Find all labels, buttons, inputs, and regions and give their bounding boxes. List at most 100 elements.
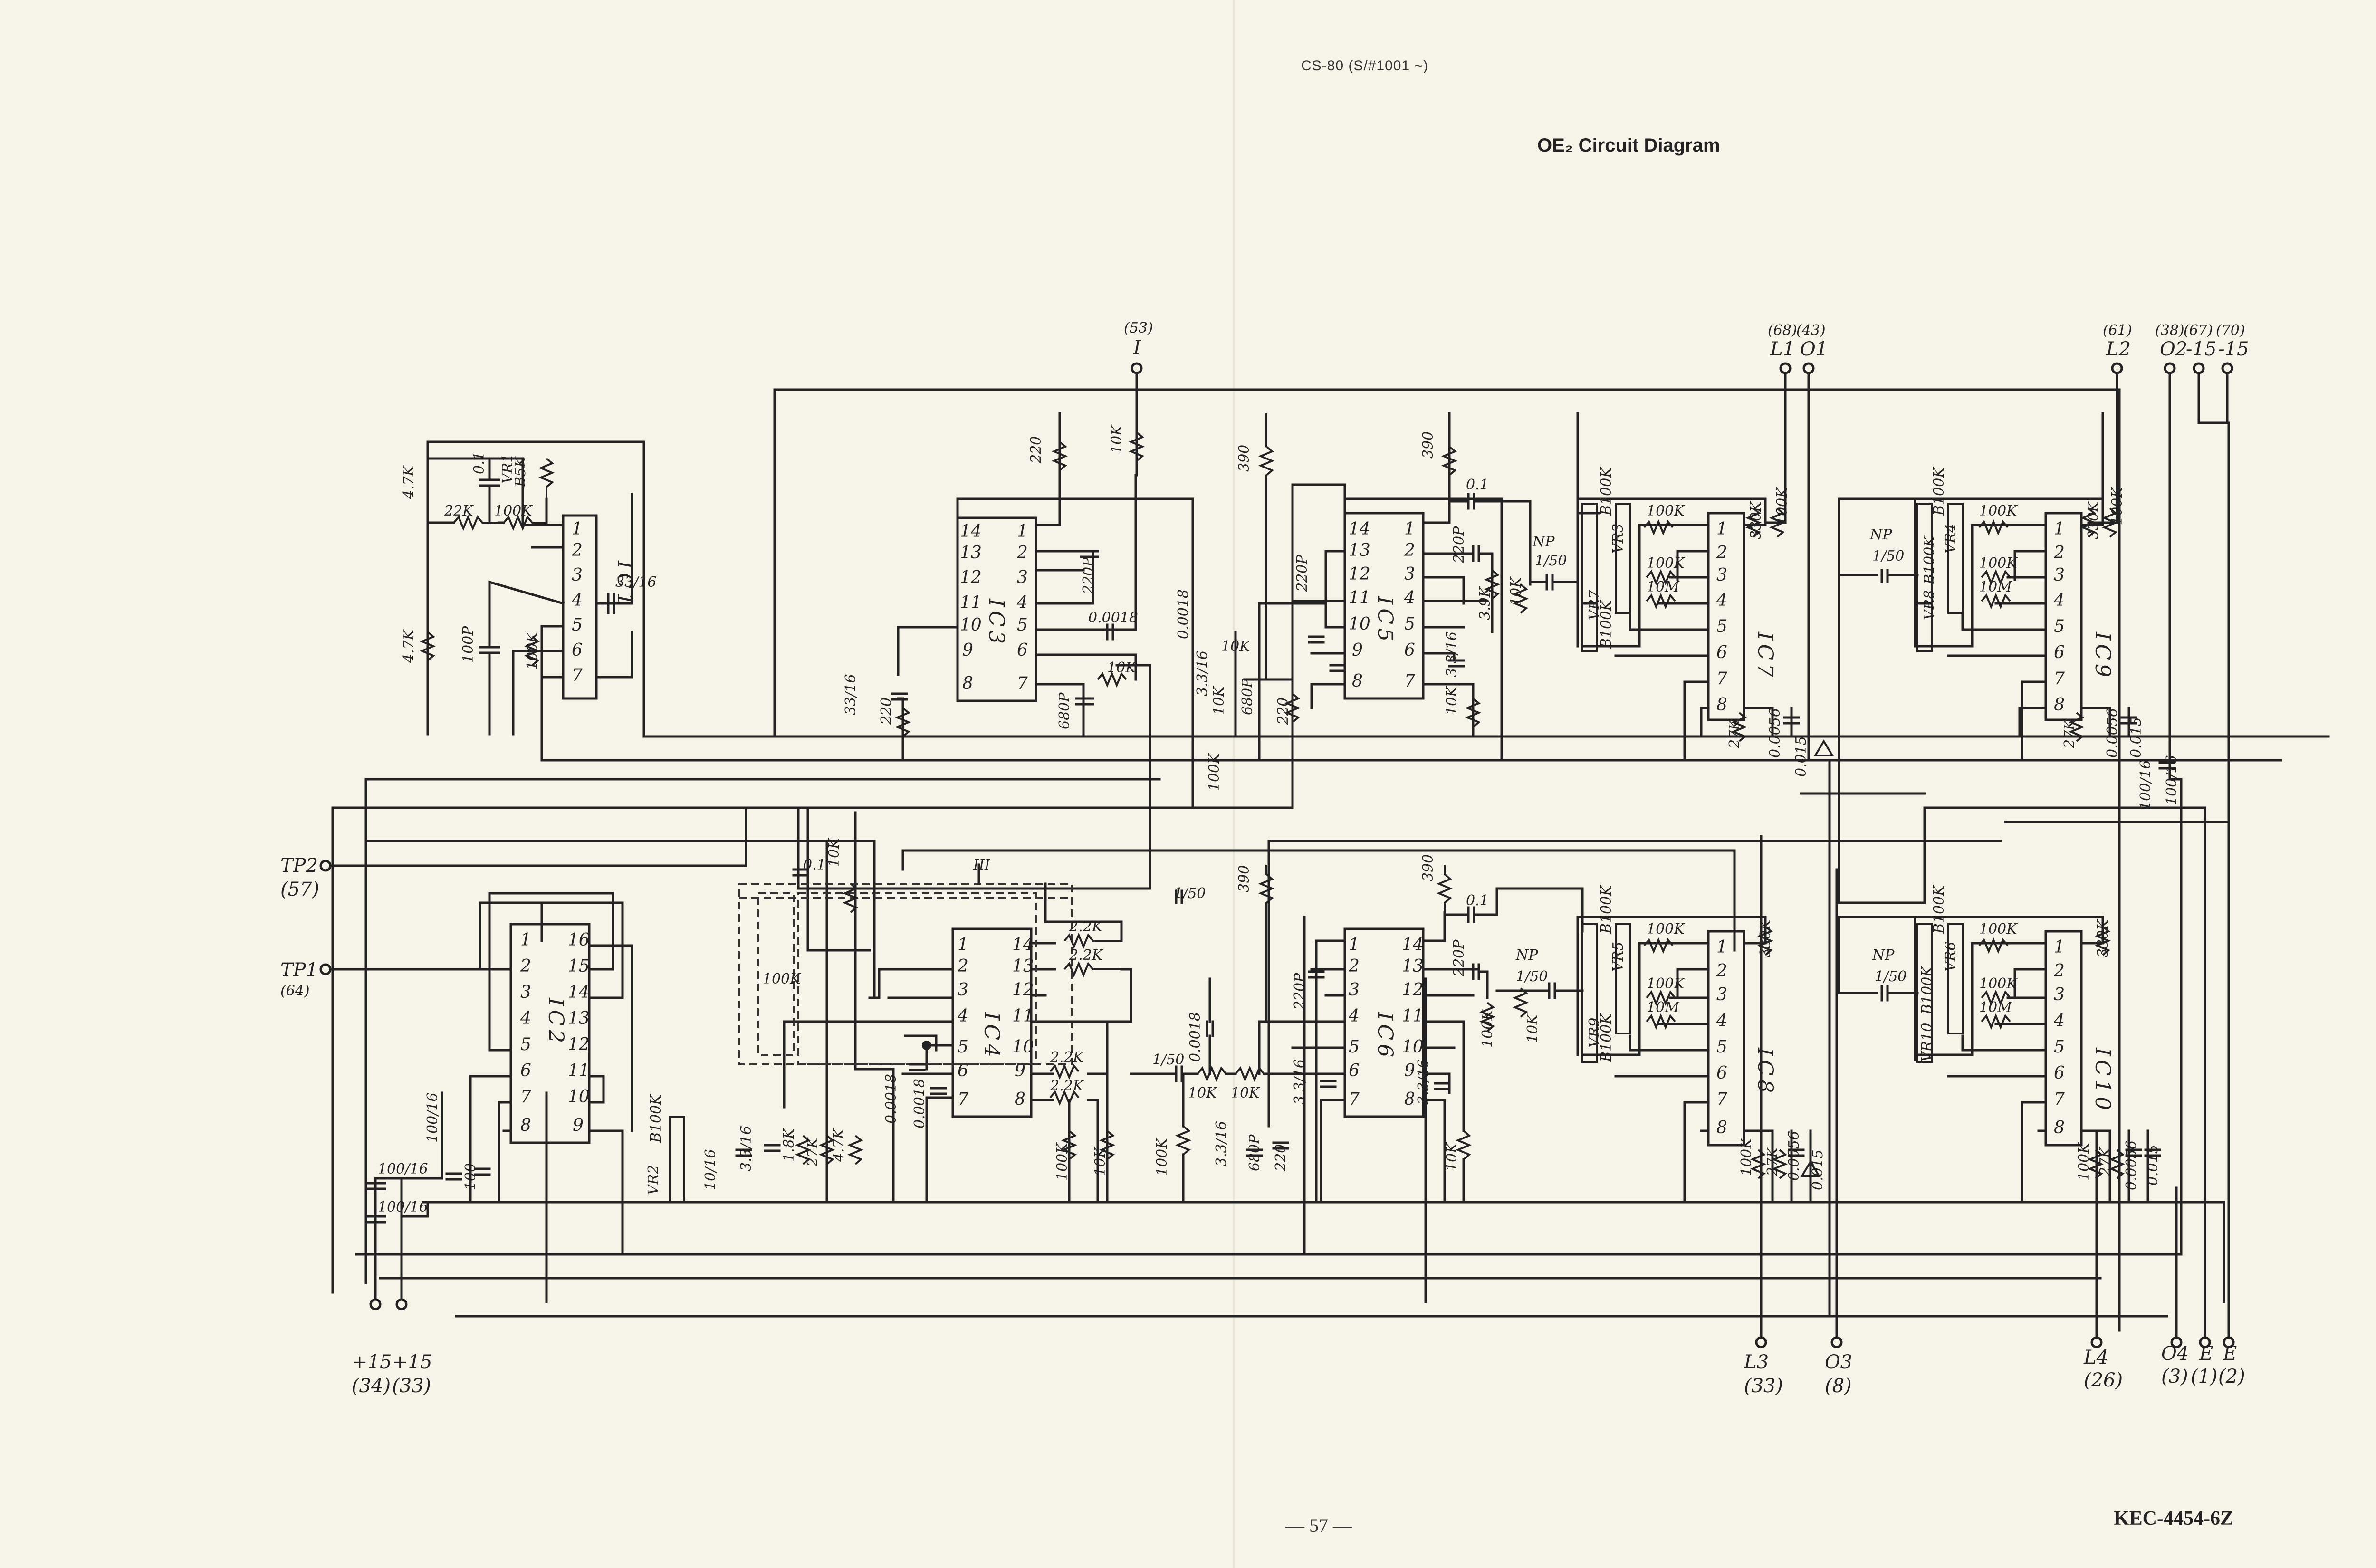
svg-text:2: 2 <box>520 956 531 976</box>
svg-text:100K: 100K <box>1647 975 1685 992</box>
svg-text:27K: 27K <box>805 1137 821 1167</box>
svg-text:3.3/16: 3.3/16 <box>1213 1121 1230 1166</box>
svg-text:(67): (67) <box>2184 322 2213 339</box>
svg-text:8: 8 <box>520 1116 531 1135</box>
svg-text:7: 7 <box>1404 671 1415 691</box>
ic7: 1 2 3 4 5 6 7 8 IC7 <box>1576 412 1793 762</box>
svg-text:(61): (61) <box>2103 322 2132 339</box>
svg-text:100K: 100K <box>1738 1138 1755 1176</box>
svg-text:27K: 27K <box>2061 719 2078 749</box>
svg-text:VR8: VR8 <box>1921 590 1938 620</box>
svg-text:B100K: B100K <box>648 1094 664 1143</box>
svg-text:1: 1 <box>1716 519 1727 539</box>
svg-text:27K: 27K <box>1764 1147 1781 1176</box>
svg-text:680P: 680P <box>1246 1134 1263 1171</box>
svg-text:7: 7 <box>958 1090 968 1109</box>
svg-text:2: 2 <box>1404 541 1415 560</box>
svg-text:VR10: VR10 <box>1919 1023 1935 1062</box>
svg-text:4: 4 <box>2053 1011 2065 1031</box>
svg-text:B100K: B100K <box>1598 1013 1615 1062</box>
svg-text:220P: 220P <box>1080 557 1097 594</box>
svg-text:11: 11 <box>1402 1006 1424 1026</box>
svg-text:11: 11 <box>1012 1006 1034 1026</box>
svg-text:(38): (38) <box>2155 322 2184 339</box>
svg-text:100K: 100K <box>494 503 533 519</box>
svg-text:5: 5 <box>572 615 583 635</box>
svg-text:TP2: TP2 <box>280 855 318 877</box>
svg-text:8: 8 <box>1352 671 1363 691</box>
svg-text:1: 1 <box>1404 519 1415 539</box>
svg-text:L1: L1 <box>1770 338 1795 360</box>
svg-text:(33): (33) <box>392 1375 431 1397</box>
svg-text:11: 11 <box>1349 588 1370 608</box>
ic9: 1 2 3 4 5 6 7 8 IC9 <box>1838 412 2130 904</box>
svg-text:0.1: 0.1 <box>471 451 488 474</box>
svg-text:220: 220 <box>1273 1144 1289 1172</box>
svg-text:NP: NP <box>1532 534 1555 550</box>
svg-text:100K: 100K <box>524 631 541 670</box>
svg-text:14: 14 <box>568 983 590 1002</box>
page-title: OE₂ Circuit Diagram <box>1537 135 1720 156</box>
svg-text:0.0018: 0.0018 <box>1175 589 1192 639</box>
svg-text:100: 100 <box>462 1163 479 1190</box>
svg-text:1: 1 <box>2054 937 2065 957</box>
svg-text:10K: 10K <box>1109 424 1125 454</box>
svg-text:9: 9 <box>573 1116 584 1135</box>
terminal-o2: (38) O2 <box>2155 322 2187 1256</box>
svg-text:+15: +15 <box>352 1351 392 1373</box>
svg-text:3.9K: 3.9K <box>1477 586 1494 620</box>
svg-text:3.3/16: 3.3/16 <box>1415 1059 1432 1105</box>
svg-text:3.3/16: 3.3/16 <box>1194 650 1211 696</box>
svg-text:IC7: IC7 <box>1753 631 1777 681</box>
svg-text:220: 220 <box>1028 436 1044 464</box>
svg-text:100K: 100K <box>1979 921 2018 937</box>
svg-text:(70): (70) <box>2216 322 2245 339</box>
svg-text:33/16: 33/16 <box>615 574 656 591</box>
svg-text:680P: 680P <box>1239 678 1256 715</box>
svg-text:5: 5 <box>2054 617 2065 636</box>
svg-text:4: 4 <box>1716 591 1727 610</box>
svg-text:100K: 100K <box>1647 921 1685 937</box>
svg-text:E: E <box>2223 1343 2237 1365</box>
ic10-network: B100K VR6 VR10 B100K 100K 100K 10M 330K … <box>1872 885 2161 1190</box>
svg-text:0.0018: 0.0018 <box>1187 1012 1204 1062</box>
svg-text:(2): (2) <box>2218 1366 2245 1387</box>
svg-text:2: 2 <box>1348 956 1360 976</box>
terminal-tp1: TP1 (64) <box>280 959 481 999</box>
svg-text:L3: L3 <box>1744 1351 1769 1373</box>
svg-text:4.7K: 4.7K <box>831 1128 847 1162</box>
svg-text:3: 3 <box>572 565 583 585</box>
terminal-l2: (61) L2 <box>2087 322 2132 524</box>
svg-text:100K: 100K <box>1979 975 2018 992</box>
svg-text:(3): (3) <box>2161 1366 2188 1387</box>
ic5-network: 390 390 0.1 220P 3.9K 10K NP 1/50 3.3/16… <box>1175 413 1600 791</box>
svg-text:390: 390 <box>1236 445 1253 472</box>
svg-text:330K: 330K <box>1748 501 1764 539</box>
svg-text:10K: 10K <box>1444 1142 1460 1171</box>
svg-text:(1): (1) <box>2191 1366 2218 1387</box>
svg-text:10K: 10K <box>1231 1085 1260 1101</box>
svg-text:1: 1 <box>1716 937 1727 957</box>
svg-text:4.7K: 4.7K <box>401 629 417 663</box>
ic10: 1 2 3 4 5 6 7 8 IC10 <box>1838 916 2149 1204</box>
svg-text:11: 11 <box>960 593 982 612</box>
svg-text:16: 16 <box>568 930 590 950</box>
svg-text:10K: 10K <box>1211 686 1227 715</box>
svg-text:6: 6 <box>958 1061 968 1080</box>
svg-text:3: 3 <box>520 983 531 1002</box>
svg-text:7: 7 <box>1716 1090 1727 1109</box>
svg-text:B100K: B100K <box>1598 467 1615 516</box>
svg-text:10K: 10K <box>1444 686 1460 715</box>
svg-text:1/50: 1/50 <box>1152 1052 1184 1068</box>
svg-text:3.3/16: 3.3/16 <box>1444 631 1460 677</box>
svg-text:B100K: B100K <box>1931 885 1947 934</box>
svg-text:5: 5 <box>1716 617 1727 636</box>
svg-text:330K: 330K <box>2085 501 2102 539</box>
svg-text:1/50: 1/50 <box>1872 548 1904 564</box>
svg-text:3.3/16: 3.3/16 <box>1292 1059 1308 1105</box>
ic3-network: 220 10K 220P 0.0018 10K 680P 33/16 220 <box>843 413 1145 737</box>
svg-text:B100K: B100K <box>1921 535 1938 585</box>
svg-text:TP1: TP1 <box>280 959 318 981</box>
svg-text:100K: 100K <box>1479 1009 1496 1048</box>
svg-text:6: 6 <box>520 1061 531 1080</box>
